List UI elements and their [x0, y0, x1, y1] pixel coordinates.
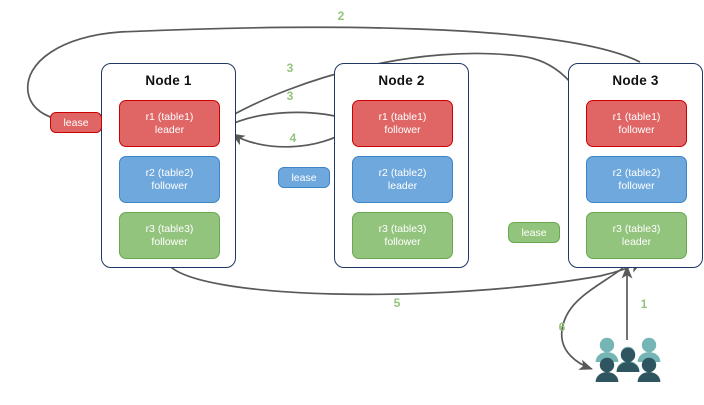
step-label-3a: 3 [286, 61, 294, 75]
node-3-range-r2[interactable]: r2 (table2) follower [586, 156, 687, 203]
node-1-range-r1-name: r1 (table1) [145, 110, 194, 123]
node-3-range-r1-name: r1 (table1) [612, 110, 661, 123]
users-icon-glyph [595, 337, 661, 382]
node-3-range-r2-role: follower [618, 179, 655, 192]
node-2[interactable]: Node 2 r1 (table1) follower r2 (table2) … [334, 63, 469, 268]
node-1-range-r1[interactable]: r1 (table1) leader [119, 100, 220, 147]
node-3-range-r3[interactable]: r3 (table3) leader [586, 212, 687, 259]
node-1-range-r2-name: r2 (table2) [145, 166, 194, 179]
node-2-range-r2[interactable]: r2 (table2) leader [352, 156, 453, 203]
arrow-step-3-lower [223, 111, 351, 129]
step-label-1: 1 [640, 297, 648, 311]
node-3-range-r1[interactable]: r1 (table1) follower [586, 100, 687, 147]
step-label-3b: 3 [286, 89, 294, 103]
node-3-range-r3-role: leader [621, 235, 652, 248]
node-1-range-r1-role: leader [154, 123, 185, 136]
step-label-5: 5 [393, 296, 401, 310]
lease-badge-r2[interactable]: lease [278, 167, 330, 188]
node-3-range-r1-role: follower [618, 123, 655, 136]
node-2-range-r2-name: r2 (table2) [378, 166, 427, 179]
node-2-range-r2-role: leader [387, 179, 418, 192]
node-1-range-r3-name: r3 (table3) [145, 222, 194, 235]
node-1[interactable]: Node 1 r1 (table1) leader r2 (table2) fo… [101, 63, 236, 268]
node-2-title: Node 2 [378, 73, 425, 88]
node-2-range-r1[interactable]: r1 (table1) follower [352, 100, 453, 147]
node-3-range-r2-name: r2 (table2) [612, 166, 661, 179]
node-3[interactable]: Node 3 r1 (table1) follower r2 (table2) … [568, 63, 703, 268]
node-1-range-r3-role: follower [151, 235, 188, 248]
node-2-range-r1-name: r1 (table1) [378, 110, 427, 123]
lease-badge-r3[interactable]: lease [508, 222, 560, 243]
node-1-title: Node 1 [145, 73, 192, 88]
users-icon [592, 336, 664, 390]
node-2-range-r3[interactable]: r3 (table3) follower [352, 212, 453, 259]
node-2-range-r1-role: follower [384, 123, 421, 136]
node-2-range-r3-role: follower [384, 235, 421, 248]
node-2-range-r3-name: r3 (table3) [378, 222, 427, 235]
lease-badge-r1[interactable]: lease [50, 112, 102, 133]
node-1-range-r2[interactable]: r2 (table2) follower [119, 156, 220, 203]
node-3-title: Node 3 [612, 73, 659, 88]
node-1-range-r2-role: follower [151, 179, 188, 192]
node-1-range-r3[interactable]: r3 (table3) follower [119, 212, 220, 259]
step-label-6: 6 [558, 320, 566, 334]
node-3-range-r3-name: r3 (table3) [612, 222, 661, 235]
step-label-2: 2 [337, 9, 345, 23]
step-label-4: 4 [289, 131, 297, 145]
